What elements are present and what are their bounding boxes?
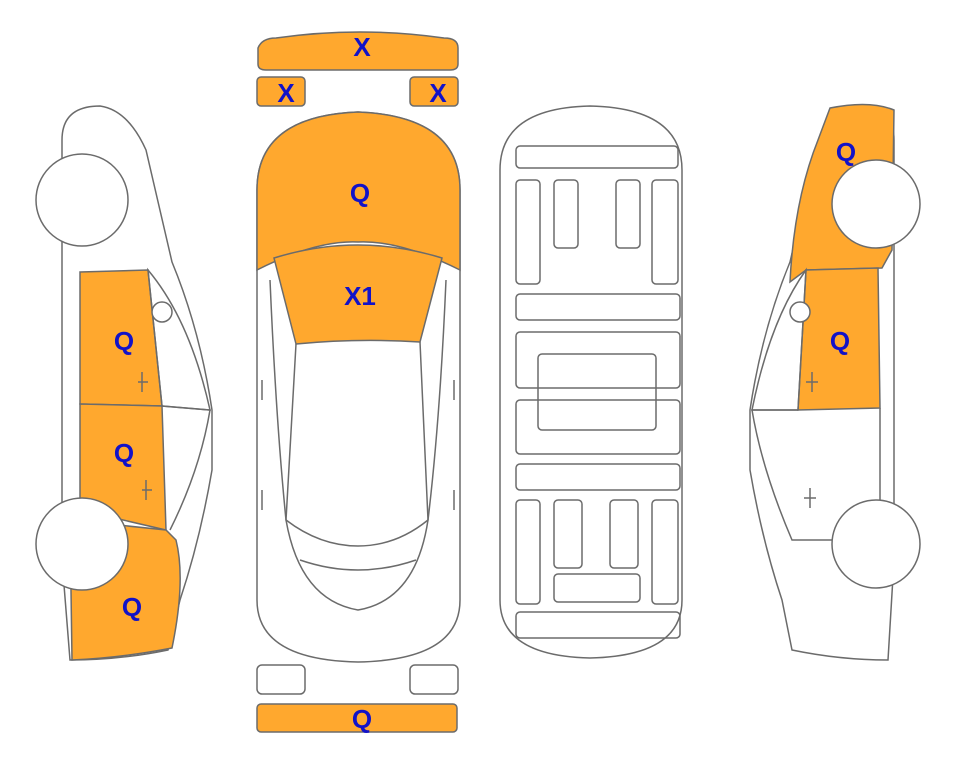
- label-left-rear-door: Q: [114, 438, 134, 468]
- left-side-view: [35, 105, 213, 661]
- hood-panel[interactable]: [256, 111, 461, 272]
- windshield-strip-panel[interactable]: [257, 31, 459, 71]
- damage-labels: X X X Q X1 Q Q Q Q Q Q: [114, 32, 856, 734]
- right-side-view: [749, 103, 921, 661]
- rear-right-light: [409, 664, 459, 695]
- rear-bumper-panel[interactable]: [256, 703, 458, 733]
- label-left-rear-quarter: Q: [122, 592, 142, 622]
- right-rear-wheel: [831, 499, 921, 589]
- top-view: [256, 31, 461, 733]
- underbody-view: [499, 105, 683, 659]
- left-rear-wheel: [35, 497, 129, 591]
- label-hood: Q: [350, 178, 370, 208]
- mirror-right-panel[interactable]: [409, 76, 459, 107]
- windshield-panel[interactable]: [273, 244, 443, 345]
- label-left-front-door: Q: [114, 326, 134, 356]
- label-rear-bumper: Q: [352, 704, 372, 734]
- label-windshield-strip: X: [353, 32, 371, 62]
- label-right-front-fender: Q: [836, 137, 856, 167]
- label-right-front-door: Q: [830, 326, 850, 356]
- mirror-left-panel[interactable]: [256, 76, 306, 107]
- label-windshield: X1: [344, 281, 376, 311]
- label-mirror-right: X: [429, 78, 447, 108]
- rear-left-light: [256, 664, 306, 695]
- label-mirror-left: X: [277, 78, 295, 108]
- left-front-wheel: [35, 153, 129, 247]
- right-front-wheel: [831, 159, 921, 249]
